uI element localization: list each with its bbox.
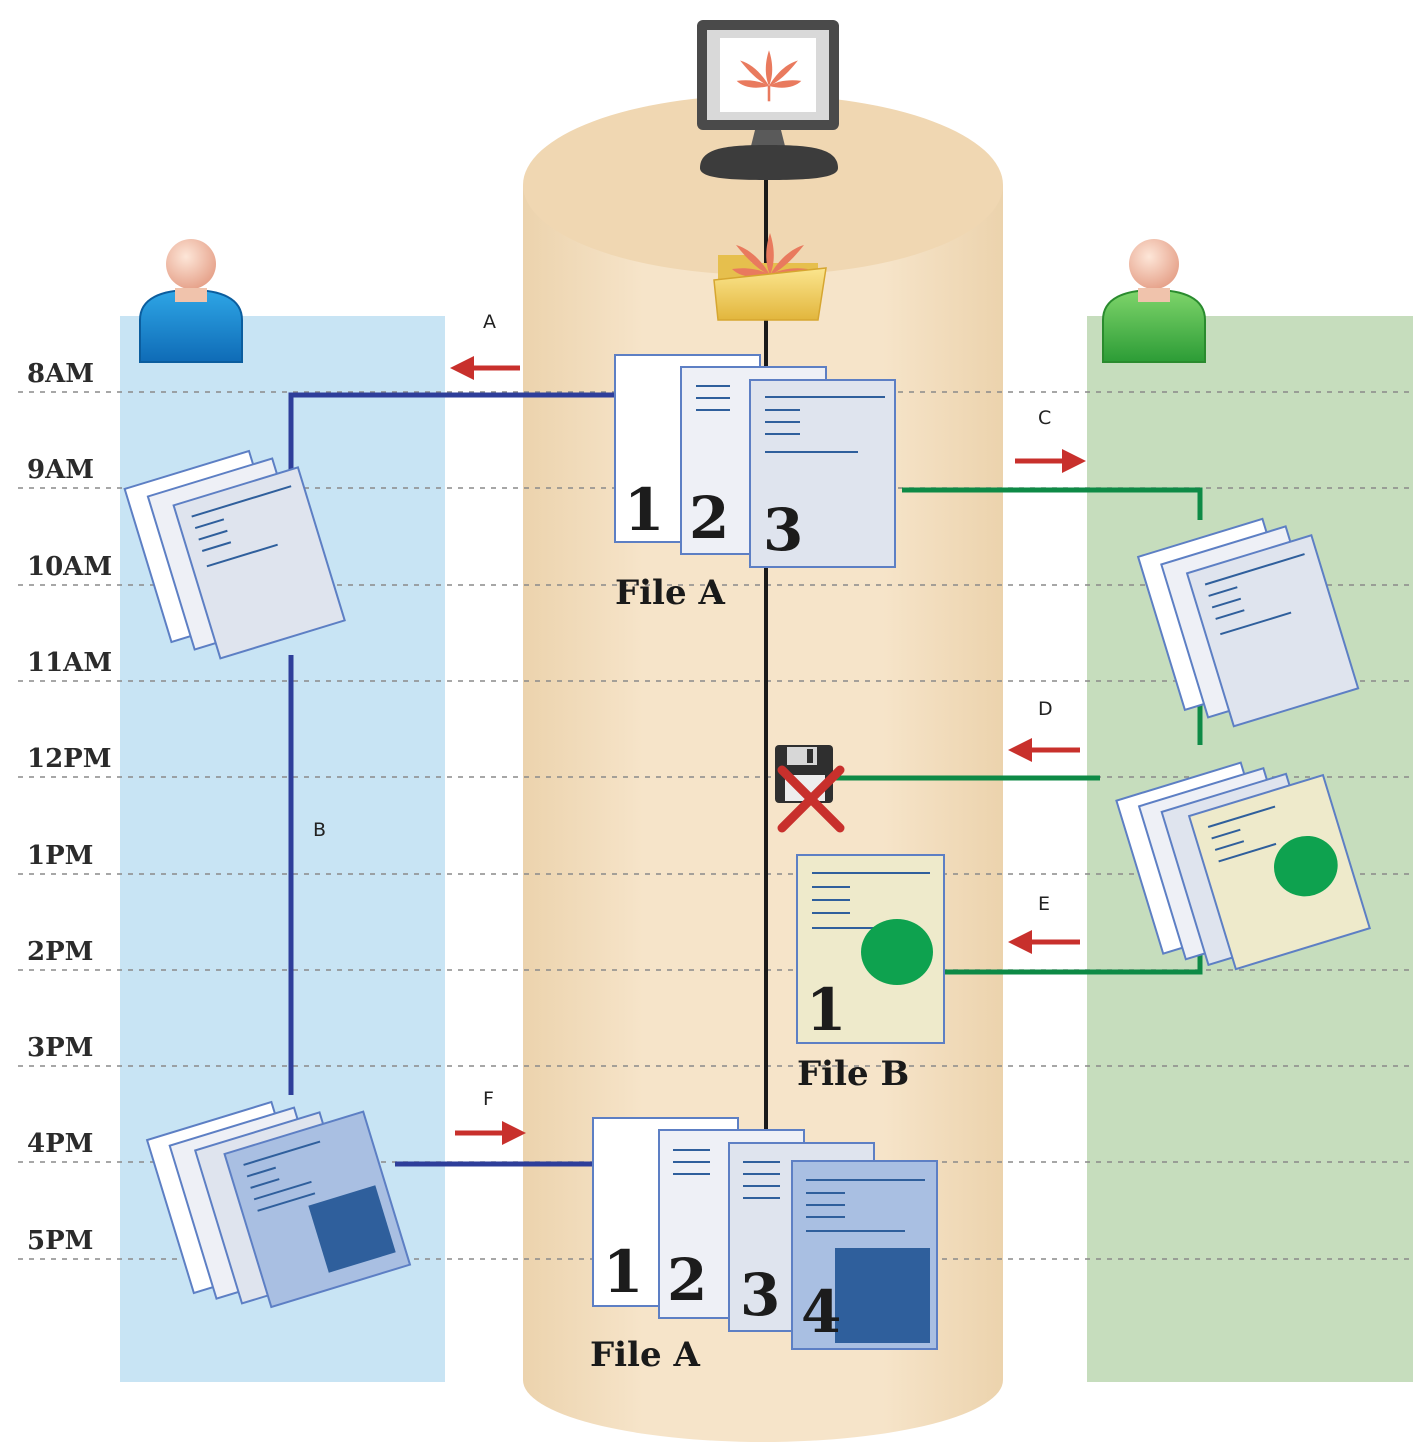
page-number: 2 [667, 1246, 707, 1314]
time-label: 1PM [27, 841, 93, 871]
user-icon [1102, 239, 1206, 363]
page-number: 1 [806, 976, 846, 1044]
arrow-f [455, 1121, 526, 1145]
time-label: 11AM [27, 648, 112, 678]
page-number: 4 [801, 1278, 841, 1346]
time-label: 4PM [27, 1129, 93, 1159]
file-a-bottom-label: File A [590, 1335, 700, 1375]
time-label: 10AM [27, 552, 112, 582]
arrow-c [1015, 449, 1086, 473]
step-a-label: A [483, 311, 496, 333]
time-label: 5PM [27, 1226, 93, 1256]
arrow-e [1008, 930, 1080, 954]
page-number: 1 [624, 476, 664, 544]
right-local-copy [1136, 517, 1360, 728]
user-icon [139, 239, 243, 363]
step-e-label: E [1038, 893, 1050, 915]
page-number: 2 [689, 484, 729, 552]
time-label: 8AM [27, 359, 94, 389]
monitor-icon [697, 20, 839, 180]
folder-icon [713, 231, 827, 321]
left-checkout-path [288, 392, 615, 470]
step-d-label: D [1038, 698, 1053, 720]
page-card [749, 379, 896, 568]
page-number: 3 [763, 496, 803, 564]
time-label: 2PM [27, 937, 93, 967]
time-label: 9AM [27, 455, 94, 485]
rejected-icon [777, 765, 845, 833]
right-checkout-path [902, 487, 1203, 520]
time-axis: 8AM 9AM 10AM 11AM 12PM 1PM 2PM 3PM 4PM 5PM [27, 359, 112, 1256]
arrow-d [1008, 738, 1080, 762]
file-b-label: File B [797, 1054, 909, 1094]
file-b: 1 File B [796, 854, 945, 1094]
page-number: 1 [603, 1238, 643, 1306]
file-a-top-label: File A [615, 573, 725, 613]
step-f-label: F [483, 1088, 494, 1110]
file-a-top: 1 2 3 File A [614, 354, 896, 613]
step-b-label: B [313, 819, 326, 841]
time-label: 3PM [27, 1033, 93, 1063]
time-label: 12PM [27, 744, 112, 774]
arrow-a [450, 356, 520, 380]
left-local-copy [123, 449, 346, 660]
step-c-label: C [1038, 407, 1051, 429]
page-number: 3 [740, 1261, 780, 1329]
right-edited-copy [1115, 761, 1372, 971]
file-a-bottom: 1 2 3 4 File A [590, 1117, 938, 1375]
left-edited-copy [145, 1100, 412, 1309]
